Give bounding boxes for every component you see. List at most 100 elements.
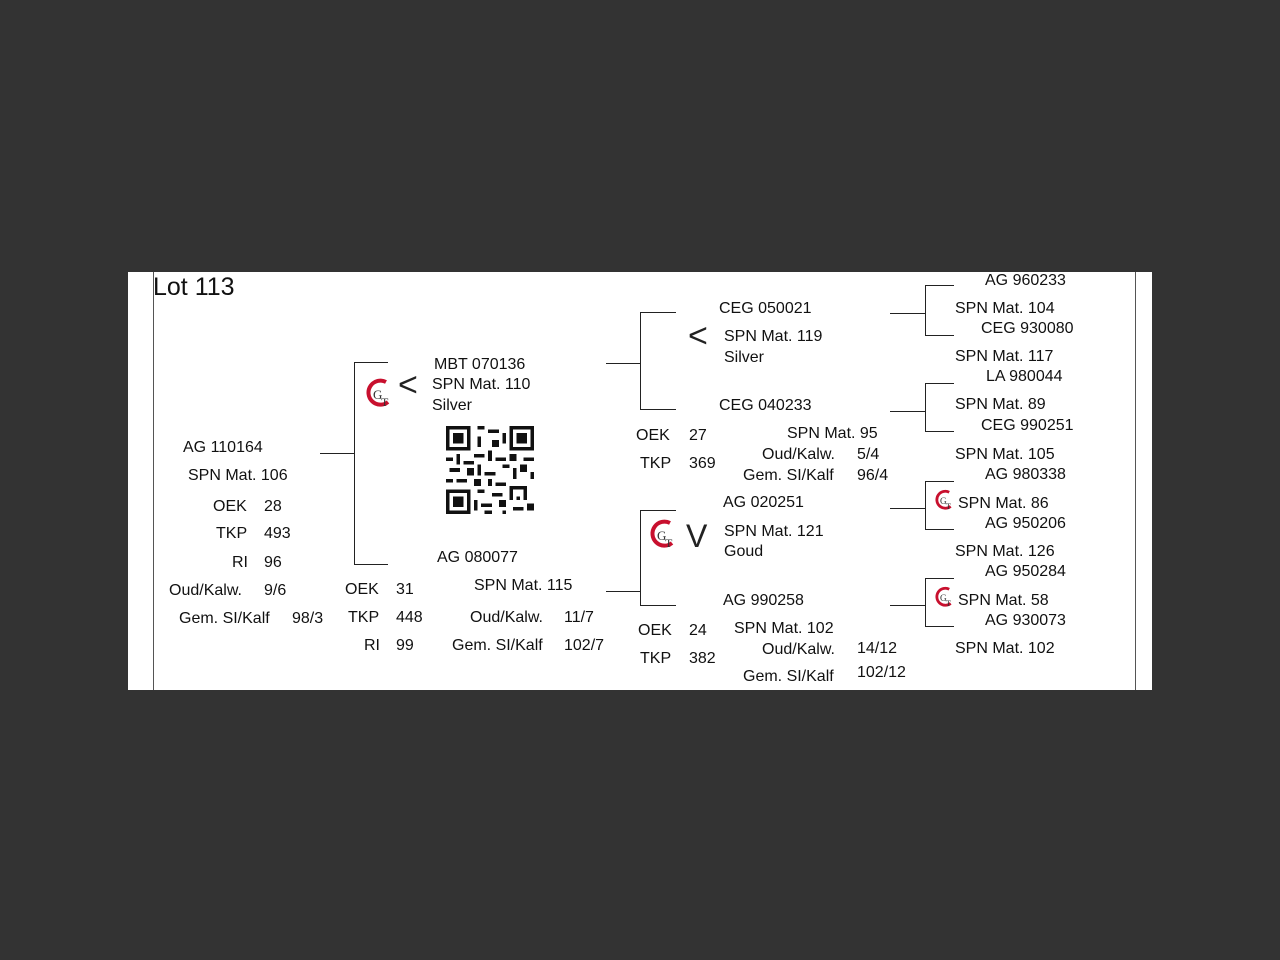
gg-spn: SPN Mat. 126 <box>955 543 1055 560</box>
ss-spn: SPN Mat. 119 <box>724 328 823 345</box>
connector-line <box>925 626 954 627</box>
right-border <box>1135 272 1136 690</box>
subject-oudkalw-label: Oud/Kalw. <box>169 582 242 599</box>
left-border <box>153 272 154 690</box>
dam-oudkalw-label: Oud/Kalw. <box>470 609 543 626</box>
connector-line <box>925 578 926 627</box>
connector-line <box>354 362 355 565</box>
sd-oudkalw-label: Oud/Kalw. <box>762 446 835 463</box>
connector-line <box>640 510 641 606</box>
sd-gemsi-value: 96/4 <box>857 467 889 484</box>
subject-ri-label: RI <box>232 554 248 571</box>
gg-spn: SPN Mat. 58 <box>958 592 1049 609</box>
subject-spn: SPN Mat. 106 <box>188 467 288 484</box>
svg-text:T: T <box>381 395 389 409</box>
subject-oudkalw-value: 9/6 <box>264 582 287 599</box>
gg-id: LA 980044 <box>986 368 1063 385</box>
dam-ri-value: 99 <box>396 637 414 654</box>
dd-oek-label: OEK <box>638 622 672 639</box>
gg-id: AG 950284 <box>985 563 1066 580</box>
qr-code-icon <box>446 426 534 514</box>
gg-spn: SPN Mat. 102 <box>955 640 1055 657</box>
connector-line <box>640 409 676 410</box>
dam-oek-value: 31 <box>396 581 414 598</box>
dd-oudkalw-label: Oud/Kalw. <box>762 641 835 658</box>
subject-gemsi-value: 98/3 <box>292 610 324 627</box>
svg-text:T: T <box>946 598 952 608</box>
sire-id: MBT 070136 <box>434 356 526 373</box>
gg-spn: SPN Mat. 104 <box>955 300 1055 317</box>
subject-ri-value: 96 <box>264 554 282 571</box>
subject-tkp-label: TKP <box>216 525 248 542</box>
connector-line <box>925 431 954 432</box>
connector-line <box>640 312 641 410</box>
connector-line <box>890 313 926 314</box>
connector-line <box>890 508 926 509</box>
dam-spn: SPN Mat. 115 <box>474 577 573 594</box>
ss-grade: Silver <box>724 349 765 366</box>
dam-id: AG 080077 <box>437 549 518 566</box>
subject-id: AG 110164 <box>183 439 263 456</box>
dam-ri-label: RI <box>364 637 380 654</box>
gg-id: CEG 930080 <box>981 320 1074 337</box>
svg-text:G: G <box>657 528 666 543</box>
ds-grade: Goud <box>724 543 764 560</box>
connector-line <box>925 285 926 336</box>
connector-line <box>925 481 954 482</box>
gt-logo-icon: G T <box>650 519 674 550</box>
subject-oek-label: OEK <box>213 498 247 515</box>
sd-tkp-label: TKP <box>640 455 672 472</box>
gt-logo-icon: G T <box>935 586 952 608</box>
gg-spn: SPN Mat. 89 <box>955 396 1046 413</box>
pedigree-document: Lot 113 AG 110164 SPN Mat. 106 OEK 28 TK… <box>128 272 1152 690</box>
connector-line <box>606 363 641 364</box>
connector-line <box>640 510 676 511</box>
gg-id: AG 980338 <box>985 466 1066 483</box>
sire-grade: Silver <box>432 397 473 414</box>
gg-id: AG 950206 <box>985 515 1066 532</box>
svg-text:G: G <box>373 387 382 402</box>
dd-spn: SPN Mat. 102 <box>734 620 834 637</box>
connector-line <box>320 453 355 454</box>
chevron-down-icon: V <box>686 518 708 554</box>
sd-spn: SPN Mat. 95 <box>787 425 878 442</box>
sd-gemsi-label: Gem. SI/Kalf <box>743 467 834 484</box>
gg-spn: SPN Mat. 86 <box>958 495 1049 512</box>
dd-oek-value: 24 <box>689 622 707 639</box>
connector-line <box>354 362 388 363</box>
dam-gemsi-value: 102/7 <box>564 637 605 654</box>
svg-text:G: G <box>940 593 947 603</box>
sd-id: CEG 040233 <box>719 397 812 414</box>
dd-id: AG 990258 <box>723 592 804 609</box>
sire-spn: SPN Mat. 110 <box>432 376 531 393</box>
sd-oek-label: OEK <box>636 427 670 444</box>
subject-tkp-value: 493 <box>264 525 291 542</box>
ds-id: AG 020251 <box>723 494 804 511</box>
sd-oudkalw-value: 5/4 <box>857 446 880 463</box>
sd-tkp-value: 369 <box>689 455 716 472</box>
connector-line <box>925 383 926 432</box>
chevron-left-icon: < <box>398 366 418 404</box>
ds-spn: SPN Mat. 121 <box>724 523 824 540</box>
dam-oek-label: OEK <box>345 581 379 598</box>
connector-line <box>925 481 926 530</box>
svg-text:G: G <box>940 496 947 506</box>
chevron-left-icon: < <box>688 317 708 355</box>
dd-gemsi-label: Gem. SI/Kalf <box>743 668 834 685</box>
gg-id: AG 960233 <box>985 272 1066 289</box>
connector-line <box>925 285 954 286</box>
connector-line <box>606 591 641 592</box>
gg-id: AG 930073 <box>985 612 1066 629</box>
dam-oudkalw-value: 11/7 <box>564 609 594 626</box>
gt-logo-icon: G T <box>366 378 390 409</box>
dam-tkp-value: 448 <box>396 609 423 626</box>
gg-spn: SPN Mat. 105 <box>955 446 1055 463</box>
connector-line <box>640 312 676 313</box>
dd-tkp-value: 382 <box>689 650 716 667</box>
connector-line <box>890 605 926 606</box>
dd-oudkalw-value: 14/12 <box>857 640 898 657</box>
subject-gemsi-label: Gem. SI/Kalf <box>179 610 270 627</box>
dd-tkp-label: TKP <box>640 650 672 667</box>
connector-line <box>890 411 926 412</box>
connector-line <box>640 605 676 606</box>
